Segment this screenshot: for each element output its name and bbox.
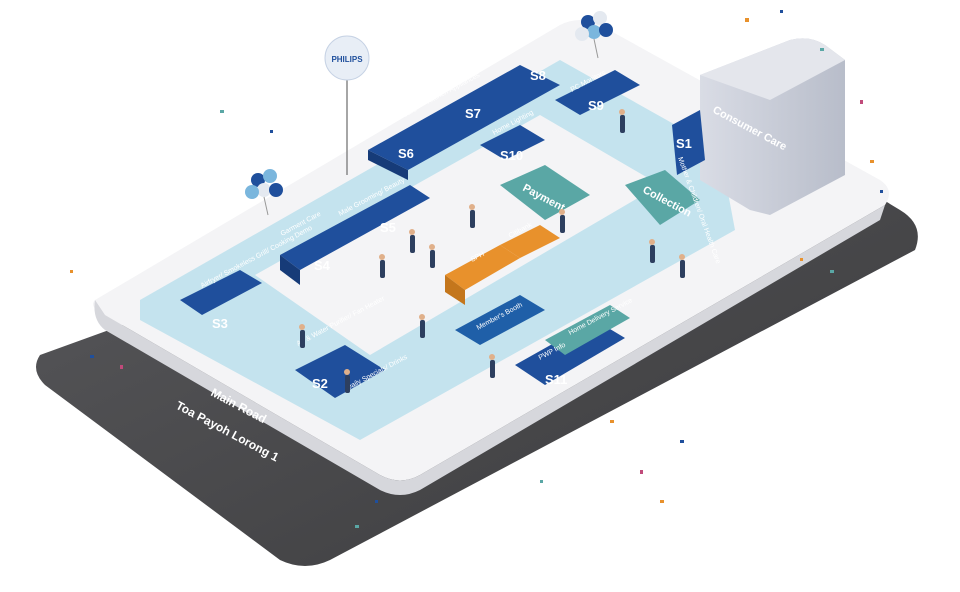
booths [180, 65, 705, 398]
philips-logo-text: PHILIPS [331, 55, 363, 64]
consumer-care-building: Consumer Care [700, 38, 845, 216]
station-s4-code: S4 [314, 258, 331, 273]
station-s1-code: S1 [676, 136, 692, 151]
station-s10-code: S10 [500, 148, 523, 163]
philips-balloon: PHILIPS [324, 35, 370, 175]
confetti [70, 10, 883, 528]
station-s11-code: S11 [545, 372, 567, 387]
crowd [299, 109, 685, 393]
balloon-cluster-left [245, 169, 283, 216]
station-s6-code: S6 [398, 146, 414, 161]
station-s7-code: S7 [465, 106, 481, 121]
station-s2-code: S2 [312, 376, 328, 391]
station-s9-code: S9 [588, 98, 604, 113]
station-s3-code: S3 [212, 316, 228, 331]
balloon-cluster-right [575, 11, 613, 59]
service-counters [445, 165, 700, 355]
station-s8-code: S8 [530, 68, 546, 83]
station-s5-code: S5 [380, 220, 396, 235]
